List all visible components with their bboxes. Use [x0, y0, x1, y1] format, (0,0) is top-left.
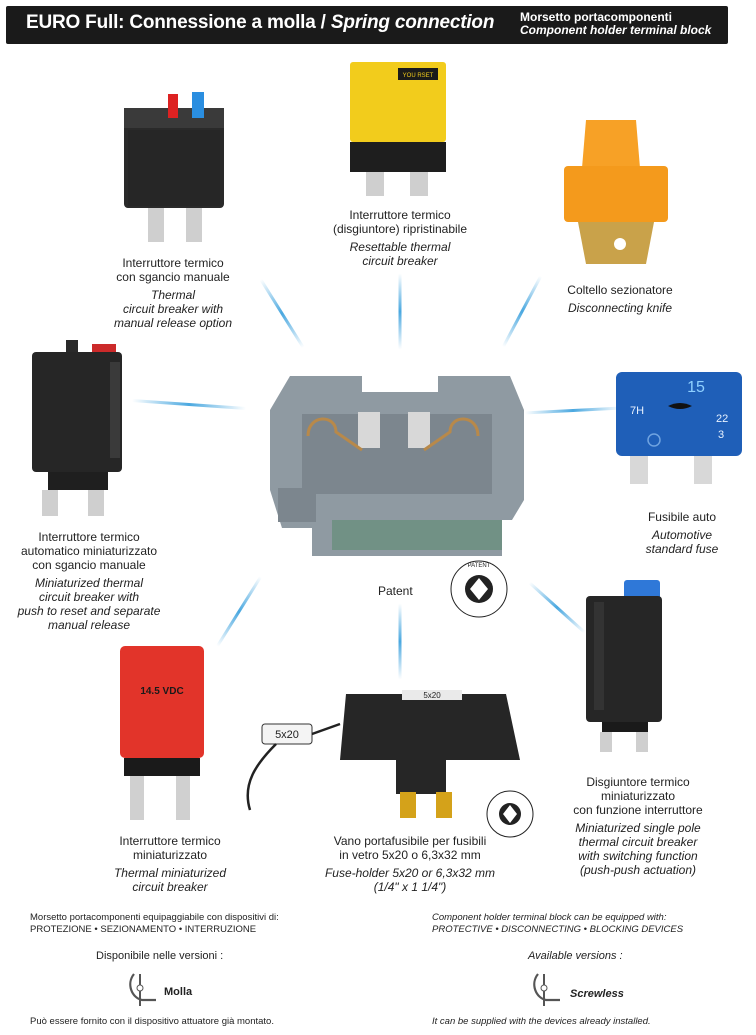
ray-right	[524, 406, 622, 415]
fuse-rating-mark: 15	[687, 379, 705, 396]
resettable-breaker-mark: YOU RSET	[403, 73, 434, 79]
footer-en-intro: Component holder terminal block can be e…	[432, 912, 684, 935]
thermal-breaker-manual-image	[124, 92, 224, 242]
fuse-mark-right-top: 22	[716, 413, 728, 425]
red-breaker-voltage-mark: 14.5 VDC	[140, 686, 183, 697]
header-bar	[6, 6, 728, 44]
caption-push-push-breaker: Disgiuntore termico miniaturizzato con f…	[573, 775, 703, 877]
fuse-holder-image: 5x20 5x20	[246, 690, 520, 818]
screwless-clamp-icon	[533, 973, 560, 1006]
fuse-mark-left: 7H	[630, 405, 644, 417]
caption-thermal-breaker-manual: Interruttore termico con sgancio manuale…	[113, 256, 233, 330]
ray-top	[398, 273, 402, 350]
terminal-block-image	[270, 376, 524, 556]
fuse-holder-tag-label: 5x20	[275, 729, 299, 741]
footer-en-note: It can be supplied with the devices alre…	[432, 1016, 651, 1027]
ray-bottom	[398, 603, 402, 680]
ray-top-left	[259, 278, 305, 349]
ray-bottom-left	[216, 575, 262, 648]
resettable-breaker-image: YOU RSET	[350, 62, 446, 196]
caption-fuse-holder: Vano portafusibile per fusibili in vetro…	[324, 834, 496, 894]
fuse-holder-label: 5x20	[423, 691, 441, 700]
footer-en-versions: Available versions :	[528, 950, 623, 962]
caption-automotive-fuse: Fusibile auto Automotive standard fuse	[645, 510, 719, 556]
footer-it-intro: Morsetto portacomponenti equipaggiabile …	[30, 912, 279, 935]
footer-it-note: Può essere fornito con il dispositivo at…	[30, 1016, 274, 1027]
caption-disconnecting-knife: Coltello sezionatore Disconnecting knife	[567, 283, 673, 315]
footer-it-versions: Disponibile nelle versioni :	[96, 950, 224, 962]
ray-bottom-right	[528, 581, 586, 634]
miniaturized-breaker-reset-image	[32, 340, 122, 516]
patent-label: Patent	[378, 584, 413, 598]
red-thermal-breaker-image: 14.5 VDC	[120, 646, 204, 820]
ray-left	[132, 399, 246, 410]
version-label-screwless: Screwless	[570, 988, 624, 1000]
page-subtitle: Morsetto portacomponenti Component holde…	[520, 10, 712, 37]
caption-resettable-breaker: Interruttore termico (disgiuntore) ripri…	[332, 208, 468, 268]
automotive-fuse-image: 15 7H 22 3	[616, 372, 742, 484]
patent-seal-small-icon	[486, 790, 534, 838]
caption-red-thermal-breaker: Interruttore termico miniaturizzato Ther…	[113, 834, 227, 894]
ray-top-right	[501, 275, 543, 348]
disconnecting-knife-image	[564, 120, 668, 264]
push-push-breaker-image	[586, 580, 662, 752]
version-label-molla: Molla	[164, 986, 193, 998]
fuse-mark-right-bottom: 3	[718, 429, 724, 441]
caption-miniaturized-breaker-reset: Interruttore termico automatico miniatur…	[17, 530, 161, 632]
page-title: EURO Full: Connessione a molla / Spring …	[26, 12, 495, 33]
svg-text:PATENT: PATENT	[468, 563, 491, 569]
spring-clamp-icon	[129, 973, 156, 1006]
patent-seal-icon: PATENT	[450, 560, 508, 618]
